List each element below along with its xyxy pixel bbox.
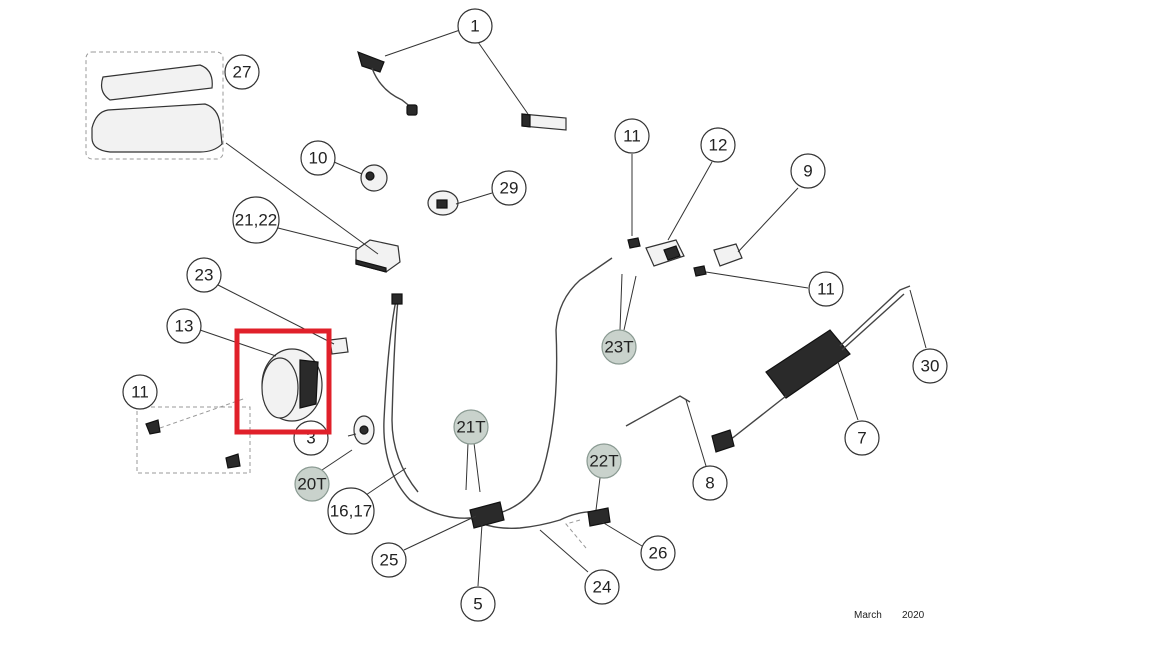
- part-29-switch-housing: [427, 190, 459, 216]
- part-26-sensor: [587, 507, 611, 527]
- leader-lines: [199, 29, 927, 587]
- part-8-cable: [625, 395, 691, 427]
- callout-27: 27: [224, 54, 260, 90]
- svg-text:29: 29: [500, 179, 519, 198]
- svg-text:10: 10: [309, 149, 328, 168]
- callout-21-22: 21,22: [232, 196, 280, 244]
- svg-text:3: 3: [306, 429, 315, 448]
- svg-text:23T: 23T: [604, 338, 633, 357]
- svg-text:12: 12: [709, 136, 728, 155]
- callout-22T: 22T: [586, 443, 622, 479]
- callout-3: 3: [293, 420, 329, 456]
- svg-text:20T: 20T: [297, 475, 326, 494]
- svg-text:5: 5: [473, 595, 482, 614]
- svg-text:24: 24: [593, 578, 612, 597]
- svg-text:27: 27: [233, 63, 252, 82]
- callout-11-right: 11: [808, 271, 844, 307]
- callout-25: 25: [371, 542, 407, 578]
- svg-text:21T: 21T: [456, 418, 485, 437]
- svg-text:11: 11: [131, 383, 149, 402]
- svg-text:30: 30: [921, 357, 940, 376]
- svg-text:21,22: 21,22: [235, 211, 278, 230]
- svg-text:9: 9: [803, 162, 812, 181]
- callout-8: 8: [692, 465, 728, 501]
- callout-11-top: 11: [614, 118, 650, 154]
- part-1-throttle-grip: [357, 51, 567, 131]
- callout-30: 30: [912, 348, 948, 384]
- callout-23: 23: [186, 257, 222, 293]
- callout-9: 9: [790, 153, 826, 189]
- callout-10: 10: [300, 140, 336, 176]
- callout-26: 26: [640, 535, 676, 571]
- callout-12: 12: [700, 127, 736, 163]
- callout-23T: 23T: [601, 329, 637, 365]
- part-3-horn: [353, 415, 375, 445]
- svg-text:16,17: 16,17: [330, 502, 373, 521]
- callout-21T: 21T: [453, 409, 489, 445]
- part-7-battery: [711, 285, 911, 453]
- callout-13: 13: [166, 308, 202, 344]
- callout-1: 1: [457, 8, 493, 44]
- part-23-connector: [329, 337, 349, 355]
- part-5-module: [469, 501, 505, 529]
- svg-text:11: 11: [623, 127, 641, 146]
- footer-year: 2020: [902, 610, 925, 621]
- svg-text:25: 25: [380, 551, 399, 570]
- part-9-switch: [713, 243, 743, 267]
- svg-text:8: 8: [705, 474, 714, 493]
- callout-5: 5: [460, 586, 496, 622]
- callout-29: 29: [491, 170, 527, 206]
- part-11-bolt-left: [145, 419, 161, 435]
- svg-text:13: 13: [175, 317, 194, 336]
- part-13-headlight: [261, 348, 323, 422]
- callout-24: 24: [584, 569, 620, 605]
- part-21-22-controller: [355, 239, 401, 273]
- svg-text:1: 1: [470, 17, 479, 36]
- footer-month: March: [854, 610, 882, 621]
- svg-text:26: 26: [649, 544, 668, 563]
- part-27-lens-cover: [85, 51, 224, 160]
- svg-text:23: 23: [195, 266, 214, 285]
- part-16-17-harness: [383, 257, 613, 519]
- highlight-box: [234, 328, 332, 435]
- svg-text:7: 7: [857, 429, 866, 448]
- callout-11-left: 11: [122, 374, 158, 410]
- svg-text:11: 11: [817, 280, 835, 299]
- svg-text:22T: 22T: [589, 452, 618, 471]
- callout-20T: 20T: [294, 466, 330, 502]
- part-10-switch: [360, 164, 388, 192]
- callout-7: 7: [844, 420, 880, 456]
- callout-16-17: 16,17: [327, 487, 375, 535]
